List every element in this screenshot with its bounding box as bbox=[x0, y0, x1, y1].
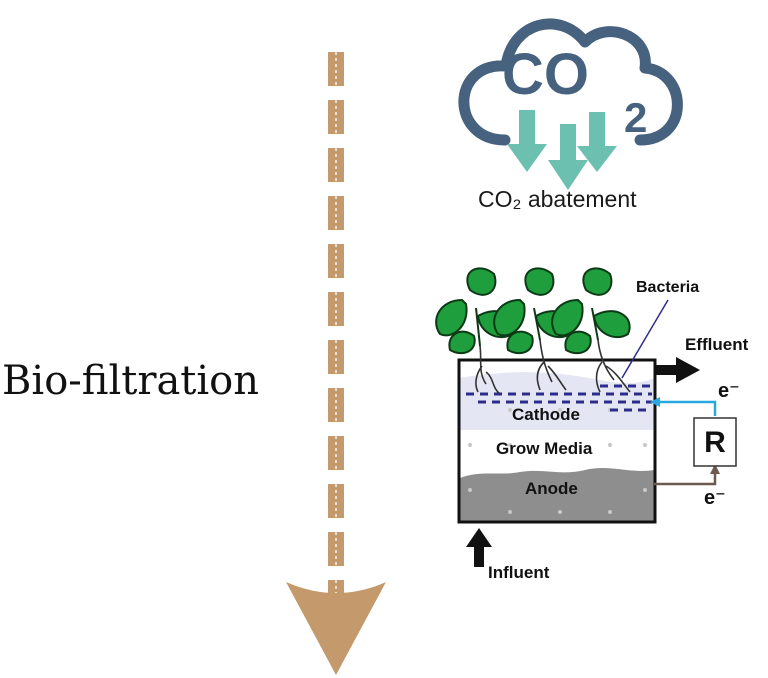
influent-arrow bbox=[466, 528, 492, 567]
resistor-box bbox=[693, 417, 737, 467]
co2-cloud-text: CO bbox=[502, 42, 589, 107]
resistor-label: R bbox=[704, 426, 726, 459]
effluent-label: Effluent bbox=[685, 335, 749, 354]
anode-layer bbox=[460, 468, 654, 521]
anode-label: Anode bbox=[525, 479, 578, 498]
grow-media-label: Grow Media bbox=[496, 439, 593, 458]
electron-bottom-label: e⁻ bbox=[704, 487, 726, 509]
electron-top-label: e⁻ bbox=[718, 380, 740, 402]
biofiltration-arrow bbox=[286, 52, 386, 675]
bacteria-label: Bacteria bbox=[636, 279, 700, 296]
co2-cloud-subscript: 2 bbox=[624, 94, 647, 141]
co2-abatement-caption: CO₂ abatement bbox=[478, 186, 637, 212]
effluent-arrow bbox=[655, 357, 700, 383]
co2-cloud-icon bbox=[458, 18, 683, 146]
bacteria-pointer bbox=[621, 299, 669, 379]
resistor-circuit bbox=[650, 397, 737, 486]
cell-box bbox=[457, 358, 657, 524]
plant-icons bbox=[435, 267, 631, 355]
cathode-label: Cathode bbox=[512, 405, 580, 424]
biofiltration-label: Bio-filtration bbox=[2, 358, 260, 404]
plant-3 bbox=[551, 267, 631, 355]
plant-roots bbox=[475, 339, 631, 395]
co2-abatement-arrows bbox=[507, 110, 617, 190]
influent-label: Influent bbox=[488, 563, 550, 582]
